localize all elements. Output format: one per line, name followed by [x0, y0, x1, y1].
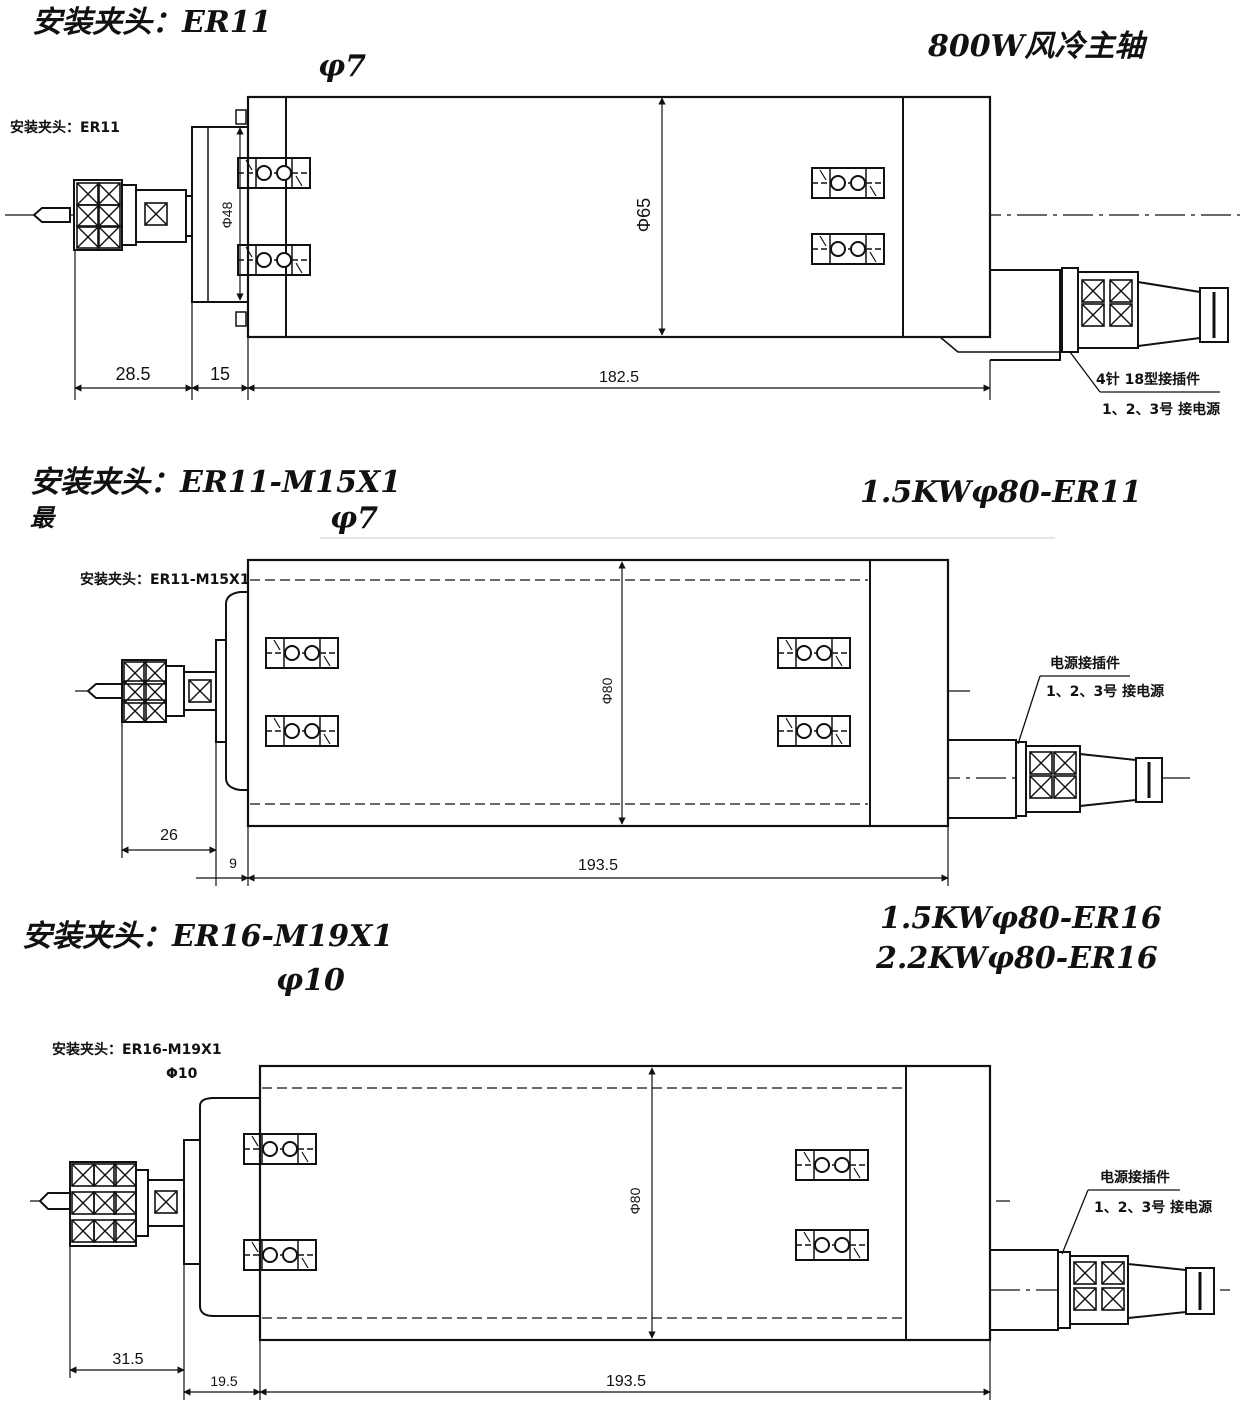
dim-3a: 31.5: [112, 1351, 143, 1368]
mount-label-2: 安装夹头：ER11-M15X1: [30, 465, 401, 500]
body-diameter-3: Φ80: [627, 1187, 643, 1214]
dim-3b: 19.5: [210, 1373, 237, 1389]
nose-cap-2: [225, 591, 249, 791]
small-label-2: 安装夹头：ER11-M15X1: [80, 571, 250, 588]
extra-char-2: 最: [30, 503, 57, 532]
collet-size-2: φ7: [330, 501, 378, 536]
connector-note-3b: 1、2、3号 接电源: [1094, 1199, 1212, 1216]
dim-2a: 26: [160, 827, 178, 844]
collet-nut-3: [69, 1161, 137, 1247]
spindle-body-1: [246, 95, 992, 339]
mount-label-3: 安装夹头：ER16-M19X1: [22, 919, 393, 954]
collet-size-3: φ10: [276, 963, 345, 998]
model-label-3b: 2.2KWφ80-ER16: [875, 941, 1158, 976]
connector-note-1b: 1、2、3号 接电源: [1102, 401, 1220, 418]
connector-note-1a: 4针 18型接插件: [1096, 371, 1200, 388]
dim-2b: 9: [229, 855, 237, 871]
connector-note-2b: 1、2、3号 接电源: [1046, 683, 1164, 700]
model-label-2: 1.5KWφ80-ER11: [860, 475, 1142, 510]
body-diameter-2: Φ80: [599, 677, 615, 704]
flange-diameter-1: Φ48: [219, 201, 235, 228]
connector-note-3a: 电源接插件: [1100, 1169, 1170, 1186]
small-label-3: 安装夹头：ER16-M19X1: [52, 1041, 222, 1058]
spindle-body-2: [246, 558, 950, 828]
dim-3c: 193.5: [606, 1373, 646, 1390]
mount-label-1: 安装夹头：ER11: [32, 5, 272, 40]
section-2: 安装夹头：ER11-M15X1 最 φ7 1.5KWφ80-ER11 安装夹头：…: [30, 465, 1190, 886]
spindle-body-3: [258, 1064, 992, 1342]
model-label-3a: 1.5KWφ80-ER16: [880, 901, 1162, 936]
dim-1b: 15: [210, 364, 230, 384]
model-label-1: 800W风冷主轴: [927, 29, 1148, 64]
shaft-tip-1: [32, 207, 71, 223]
dim-2c: 193.5: [578, 857, 618, 874]
small-label-1: 安装夹头：ER11: [10, 119, 120, 136]
small-label-3b: Φ10: [166, 1066, 198, 1082]
dim-1c: 182.5: [599, 369, 639, 386]
section-3: 安装夹头：ER16-M19X1 φ10 1.5KWφ80-ER16 2.2KWφ…: [22, 901, 1230, 1400]
dim-1a: 28.5: [115, 364, 150, 384]
nose-cap-3: [199, 1097, 261, 1317]
section-1: 安装夹头：ER11 φ7 800W风冷主轴 安装夹头：ER11 Φ48 Φ65: [5, 5, 1240, 418]
collet-size-1: φ7: [318, 49, 366, 84]
connector-note-2a: 电源接插件: [1050, 655, 1120, 672]
body-diameter-1: Φ65: [634, 198, 654, 232]
